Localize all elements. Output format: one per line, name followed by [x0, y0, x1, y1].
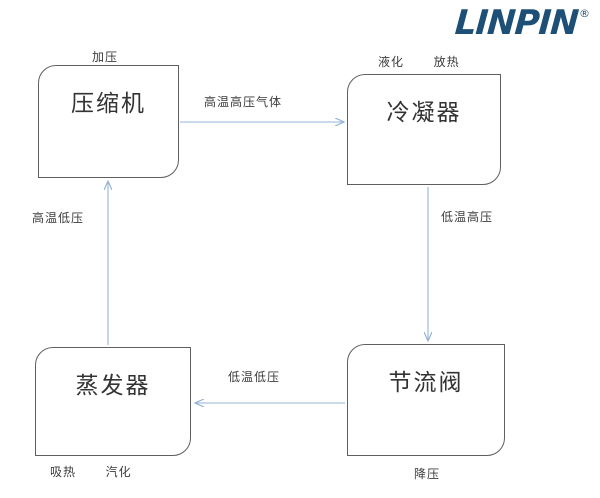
- node-evaporator-label: 蒸发器: [75, 373, 151, 399]
- node-condenser-label: 冷凝器: [386, 100, 462, 126]
- flow-label-compressor-to-condenser: 高温高压气体: [204, 95, 283, 109]
- node-compressor[interactable]: 压缩机: [38, 65, 179, 178]
- node-condenser[interactable]: 冷凝器: [347, 74, 501, 185]
- flow-label-evaporator-to-compressor: 高温低压: [32, 211, 85, 225]
- caption-evaporator-vaporize: 汽化: [105, 465, 132, 479]
- node-compressor-label: 压缩机: [71, 91, 146, 117]
- flow-label-condenser-to-throttle: 低温高压: [441, 210, 494, 224]
- caption-throttle-depressurize: 降压: [414, 467, 441, 481]
- linpin-logo: LINPIN ®: [453, 3, 590, 43]
- caption-condenser-above: 液化 放热: [378, 53, 460, 70]
- caption-evaporator-below: 吸热 汽化: [50, 463, 132, 480]
- registered-trademark-icon: ®: [579, 7, 590, 20]
- caption-condenser-heat-release: 放热: [433, 55, 460, 69]
- node-throttle-label: 节流阀: [388, 370, 464, 396]
- caption-condenser-liquefaction: 液化: [378, 55, 405, 69]
- caption-evaporator-heat-absorb: 吸热: [50, 465, 77, 479]
- node-evaporator[interactable]: 蒸发器: [35, 347, 191, 456]
- logo-wordmark: LINPIN: [453, 3, 580, 43]
- node-throttle[interactable]: 节流阀: [347, 344, 505, 456]
- caption-compressor-pressurize: 加压: [92, 50, 119, 64]
- flow-label-throttle-to-evaporator: 低温低压: [228, 370, 281, 384]
